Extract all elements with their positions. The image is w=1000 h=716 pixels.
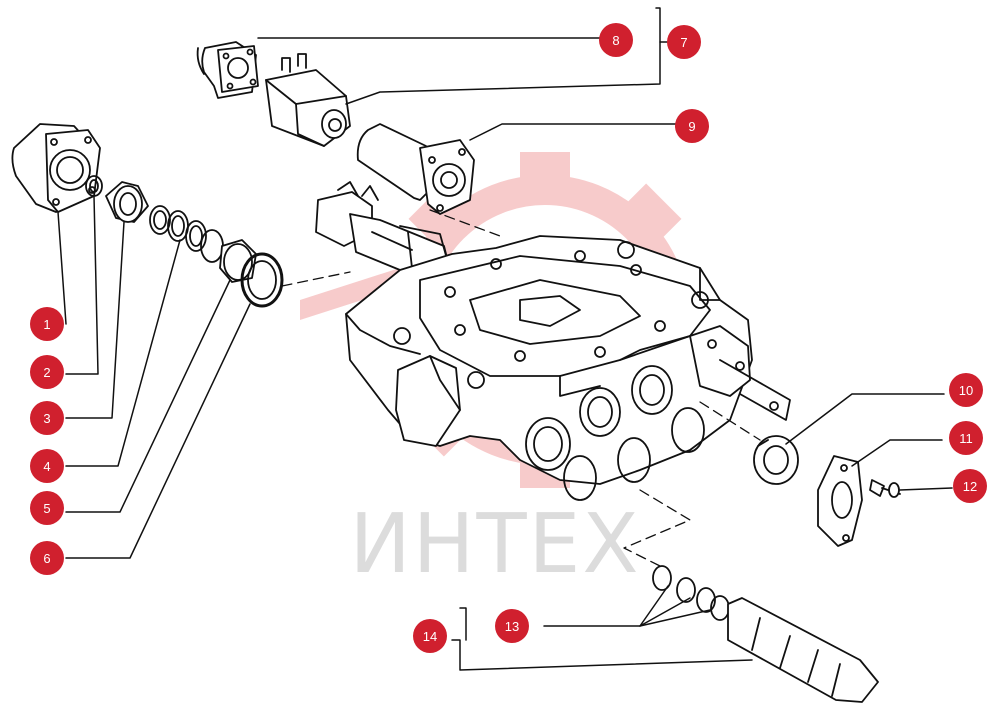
callout-10-label: 10: [959, 383, 973, 398]
part-1-end-housing: [11, 123, 101, 213]
callout-8[interactable]: 8: [599, 23, 633, 57]
part-3-bushing: [105, 181, 149, 223]
part-6-o-ring: [240, 252, 284, 308]
part-4-seal-washers: [149, 205, 224, 263]
callout-1-label: 1: [43, 317, 50, 332]
callout-7-circle: [667, 25, 701, 59]
callout-7-label: 7: [680, 35, 687, 50]
callout-14-label: 14: [423, 629, 437, 644]
callout-1-circle: [30, 307, 64, 341]
callout-3[interactable]: 3: [30, 401, 64, 435]
callout-3-label: 3: [43, 411, 50, 426]
callout-4-circle: [30, 449, 64, 483]
callout-9-circle: [675, 109, 709, 143]
part-9-end-cap: [356, 123, 475, 215]
part-8-connector-flange: [196, 41, 259, 99]
callout-5[interactable]: 5: [30, 491, 64, 525]
callout-3-circle: [30, 401, 64, 435]
part-11-cover-plate: [817, 455, 863, 547]
callout-4-label: 4: [43, 459, 50, 474]
callout-6-label: 6: [43, 551, 50, 566]
callout-5-circle: [30, 491, 64, 525]
callout-14-circle: [413, 619, 447, 653]
callout-2[interactable]: 2: [30, 355, 64, 389]
callout-10[interactable]: 10: [949, 373, 983, 407]
callout-9-label: 9: [688, 119, 695, 134]
callout-11[interactable]: 11: [949, 421, 983, 455]
callout-2-circle: [30, 355, 64, 389]
callout-13[interactable]: 13: [495, 609, 529, 643]
watermark-text: ИНТЕХ: [349, 497, 640, 592]
callout-8-circle: [599, 23, 633, 57]
callout-10-circle: [949, 373, 983, 407]
callout-6-circle: [30, 541, 64, 575]
solenoid-valve-assembly: [315, 181, 451, 271]
main-valve-body: [345, 235, 791, 501]
callout-5-label: 5: [43, 501, 50, 516]
callout-14[interactable]: 14: [413, 619, 447, 653]
callout-11-label: 11: [959, 431, 973, 446]
callout-6[interactable]: 6: [30, 541, 64, 575]
callout-12-circle: [953, 469, 987, 503]
part-14-spool: [727, 597, 879, 703]
part-10-seal: [753, 435, 799, 485]
callout-9[interactable]: 9: [675, 109, 709, 143]
assembly-centerlines: [281, 209, 761, 567]
callout-4[interactable]: 4: [30, 449, 64, 483]
callout-13-label: 13: [505, 619, 519, 634]
callout-1[interactable]: 1: [30, 307, 64, 341]
callout-7[interactable]: 7: [667, 25, 701, 59]
callout-2-label: 2: [43, 365, 50, 380]
callout-11-circle: [949, 421, 983, 455]
part-12-bolt: [869, 479, 901, 498]
callout-12[interactable]: 12: [953, 469, 987, 503]
part-7-solenoid-coil: [265, 53, 351, 147]
callout-8-label: 8: [612, 33, 619, 48]
callout-12-label: 12: [963, 479, 977, 494]
leader-lines: [57, 7, 953, 671]
part-5-spacer: [219, 239, 257, 283]
callout-13-circle: [495, 609, 529, 643]
